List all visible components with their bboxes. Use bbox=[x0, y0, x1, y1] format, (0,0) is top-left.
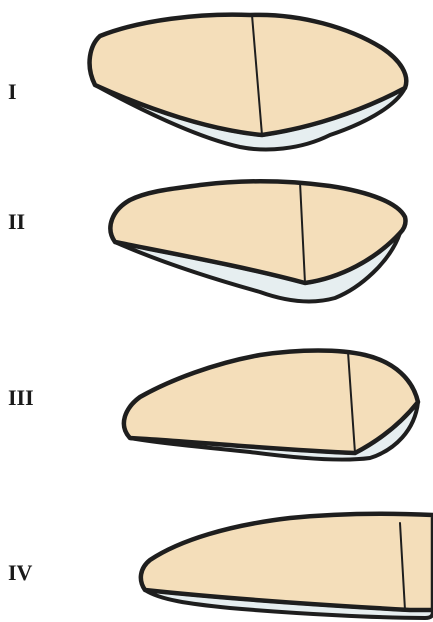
shape-type-1: I bbox=[8, 15, 406, 150]
label-type-2: II bbox=[8, 209, 25, 234]
shape-3-body bbox=[124, 351, 418, 454]
shape-type-4: IV bbox=[8, 514, 433, 618]
label-type-4: IV bbox=[8, 560, 33, 585]
shape-4-body bbox=[141, 514, 433, 610]
shape-type-2: II bbox=[8, 181, 406, 301]
shape-type-3: III bbox=[8, 351, 418, 460]
label-type-1: I bbox=[8, 79, 17, 104]
label-type-3: III bbox=[8, 385, 34, 410]
